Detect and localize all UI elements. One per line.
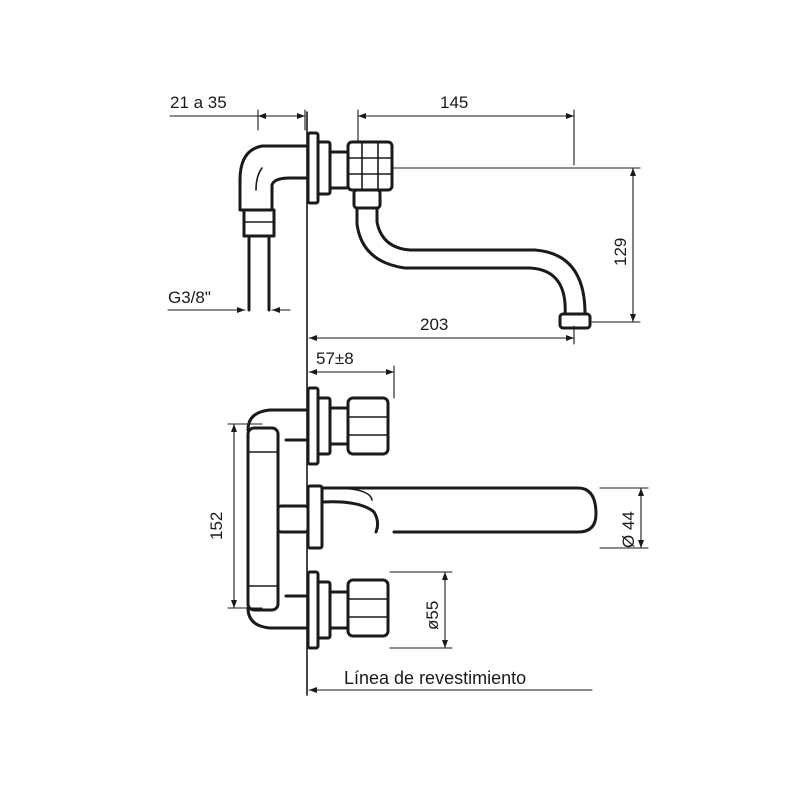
dim-projection: 57±8 xyxy=(308,349,395,399)
label-rosette-diameter: ø55 xyxy=(423,601,442,630)
dim-inlet-offset: 21 a 35 xyxy=(169,93,306,131)
dim-total-reach: 203 xyxy=(308,315,575,345)
dim-spout-reach-top: 145 xyxy=(357,93,575,166)
label-total-reach: 203 xyxy=(420,315,448,334)
dim-spout-diameter: Ø 44 xyxy=(599,487,649,549)
upper-valve xyxy=(246,386,390,466)
top-body xyxy=(306,131,394,210)
plan-spout xyxy=(306,484,598,550)
label-centers: 152 xyxy=(207,512,226,540)
label-inlet-offset: 21 a 35 xyxy=(170,93,227,112)
connecting-bar xyxy=(246,426,310,612)
inlet-elbow xyxy=(238,144,309,312)
dim-rosette-diameter: ø55 xyxy=(389,571,453,649)
lower-valve xyxy=(246,570,390,650)
label-height: 129 xyxy=(611,238,630,266)
wall-line-label: Línea de revestimiento xyxy=(308,668,593,693)
top-spout xyxy=(355,206,592,330)
label-thread: G3/8" xyxy=(168,288,211,307)
plan-view: 57±8 xyxy=(207,349,649,693)
label-spout-diameter: Ø 44 xyxy=(619,511,638,548)
label-projection: 57±8 xyxy=(316,349,354,368)
dim-thread: G3/8" xyxy=(167,288,291,313)
label-spout-reach-top: 145 xyxy=(440,93,468,112)
label-wall-line: Línea de revestimiento xyxy=(344,668,526,688)
dim-centers: 152 xyxy=(207,423,263,609)
side-elevation: 21 a 35 145 G3/8" xyxy=(167,93,641,696)
dim-height: 129 xyxy=(391,167,641,323)
